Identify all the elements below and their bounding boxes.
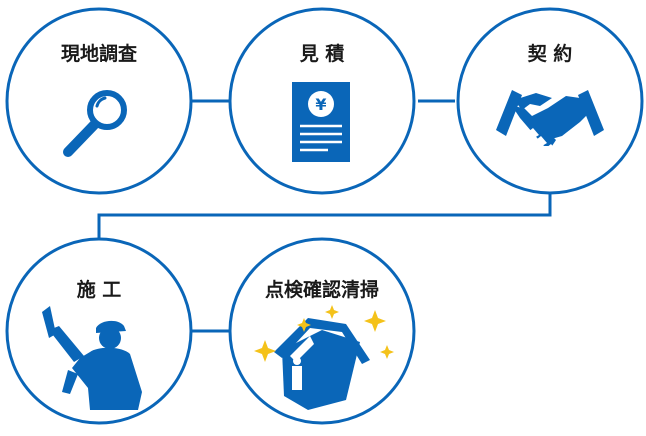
step-site-survey: 現地調査 (5, 7, 193, 195)
magnifier-icon (63, 90, 127, 157)
estimate-document-icon: ¥ (292, 82, 350, 162)
step-label: 見 積 (300, 42, 345, 65)
step-circle (456, 7, 644, 195)
sparkle-icons (254, 305, 394, 362)
handshake-icon (496, 90, 604, 154)
worker-icon (42, 306, 142, 410)
step-construction: 施 工 (5, 237, 193, 425)
step-label: 契 約 (527, 42, 573, 65)
clean-house-icon (254, 305, 394, 410)
step-label: 施 工 (77, 278, 122, 301)
yen-symbol: ¥ (315, 95, 326, 114)
connector-3-4 (97, 192, 552, 246)
step-inspection-cleaning: 点検確認清掃 (228, 237, 416, 425)
step-label: 点検確認清掃 (265, 278, 379, 301)
step-label: 現地調査 (61, 42, 138, 65)
connectors (97, 99, 552, 333)
step-contract: 契 約 (456, 7, 644, 195)
step-estimate: 見 積 ¥ (228, 7, 416, 195)
